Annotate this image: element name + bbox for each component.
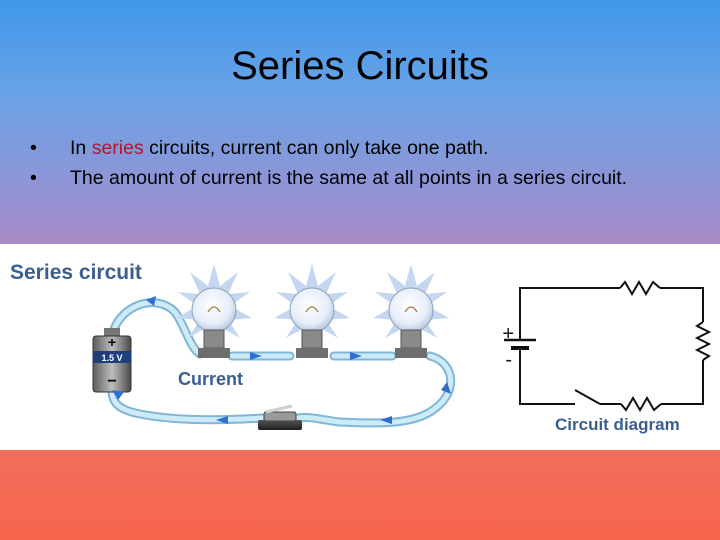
battery-voltage-label: 1.5 V [101,353,122,363]
bullet-text-pre: In [70,137,92,159]
schematic-caption: Circuit diagram [555,415,680,434]
bullet-list: • In series circuits, current can only t… [30,136,690,196]
figure-heading: Series circuit [10,261,142,284]
arrow-icon [146,296,156,306]
schematic-diagram [504,280,712,412]
circuit-illustration: Series circuit + 1.5 V − [10,261,712,434]
slide-title: Series Circuits [231,44,489,88]
arrow-icon [250,352,262,360]
arrow-icon [380,416,392,424]
series-circuit-figure: Series circuit + 1.5 V − [0,244,720,450]
switch-icon [258,404,302,430]
schematic-minus-label: - [505,349,512,371]
bullet-marker: • [30,167,37,189]
wires [107,298,456,428]
highlight-word: series [91,137,144,159]
light-bulb-icon [373,264,449,358]
light-bulb-icon [176,264,252,358]
arrow-icon [350,352,362,360]
battery: + 1.5 V − [92,328,132,393]
current-label: Current [178,369,243,389]
bullet-text-post: circuits, current can only take one path… [143,137,489,159]
light-bulb-icon [274,264,350,358]
bullet-marker: • [30,137,37,159]
schematic-plus-label: + [502,323,514,345]
arrow-icon [216,416,228,424]
bullet-item-2: • The amount of current is the same at a… [30,166,690,191]
arrow-icon [112,390,124,400]
current-arrows [112,296,451,424]
bullet-text: The amount of current is the same at all… [70,167,628,189]
arrow-icon [441,382,451,394]
battery-plus-label: + [108,334,116,350]
bullet-item-1: • In series circuits, current can only t… [30,136,690,161]
battery-minus-label: − [107,373,116,390]
